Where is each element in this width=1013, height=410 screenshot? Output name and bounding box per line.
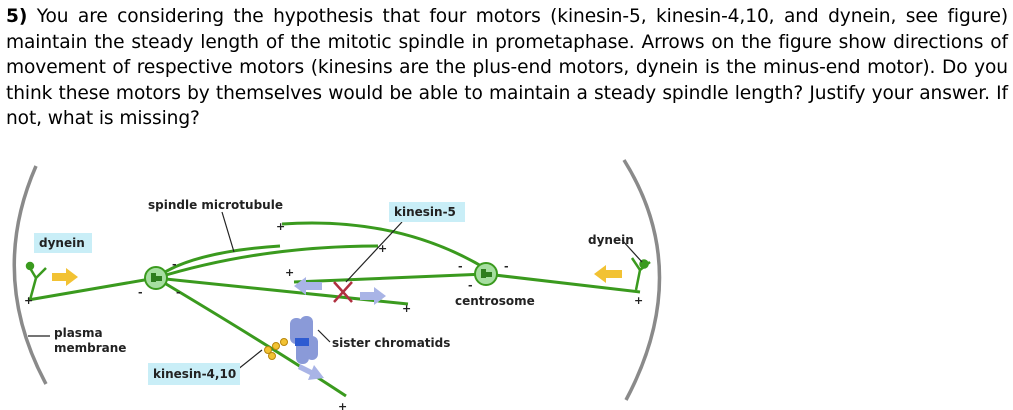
kinesin-4-10-arrow xyxy=(298,364,324,380)
minus-sign: - xyxy=(504,260,509,273)
microtubule-lower-left xyxy=(155,276,347,398)
minus-sign: - xyxy=(458,260,463,273)
label-kinesin-4-10: kinesin-4,10 xyxy=(153,367,236,381)
label-centrosome: centrosome xyxy=(455,294,535,308)
centrosome-left xyxy=(144,266,168,290)
label-kinesin-5: kinesin-5 xyxy=(394,205,456,219)
label-dynein-right: dynein xyxy=(588,233,634,247)
plus-sign: + xyxy=(338,400,347,410)
plus-sign: + xyxy=(634,294,643,307)
question-body: You are considering the hypothesis that … xyxy=(6,6,1008,130)
minus-sign: - xyxy=(176,286,181,299)
dynein-left-label-box xyxy=(34,233,92,253)
dynein-arrow-right xyxy=(594,265,622,283)
kinesin-5-arrow-right xyxy=(360,287,386,305)
leader-lines xyxy=(28,211,643,375)
minus-sign: - xyxy=(172,258,177,271)
label-dynein-left: dynein xyxy=(39,236,85,250)
microtubules xyxy=(27,221,641,398)
label-membrane: membrane xyxy=(54,341,126,355)
question-text: 5) You are considering the hypothesis th… xyxy=(6,4,1008,132)
astral-microtubule-left xyxy=(27,276,157,302)
label-spindle-microtubule: spindle microtubule xyxy=(148,198,283,212)
kinesin-4-10-motor xyxy=(264,338,288,360)
dynein-arrow-left xyxy=(52,268,78,286)
kinesin-5-motor xyxy=(333,281,353,303)
plasma-membrane-right xyxy=(622,159,662,401)
kinesin-4-10-label-box xyxy=(148,363,240,385)
astral-microtubule-right xyxy=(485,272,641,294)
spindle-figure: spindle microtubule kinesin-5 dynein dyn… xyxy=(12,159,662,410)
microtubule-horizontal-right xyxy=(293,272,487,284)
plus-sign: + xyxy=(285,266,294,279)
kinesin-5-arrow-left xyxy=(294,277,322,295)
minus-sign: - xyxy=(468,279,473,292)
sister-chromatids xyxy=(290,316,318,364)
minus-sign: - xyxy=(138,286,143,299)
plus-sign: + xyxy=(402,302,411,315)
microtubule-mid-left xyxy=(155,244,379,280)
plasma-membrane-left xyxy=(12,165,48,385)
polarity-signs: + + + + + + + - - - - - - xyxy=(24,220,643,410)
question-number: 5) xyxy=(6,6,28,27)
plus-sign: + xyxy=(24,294,33,307)
centrosome-right xyxy=(474,262,498,286)
dynein-motor-left xyxy=(25,261,47,301)
kinesin-5-label-box xyxy=(389,202,465,222)
plus-sign: + xyxy=(276,220,285,233)
label-sister-chromatids: sister chromatids xyxy=(332,336,450,350)
plus-sign: + xyxy=(378,242,387,255)
label-plasma: plasma xyxy=(54,326,103,340)
dynein-motor-right xyxy=(630,257,651,291)
